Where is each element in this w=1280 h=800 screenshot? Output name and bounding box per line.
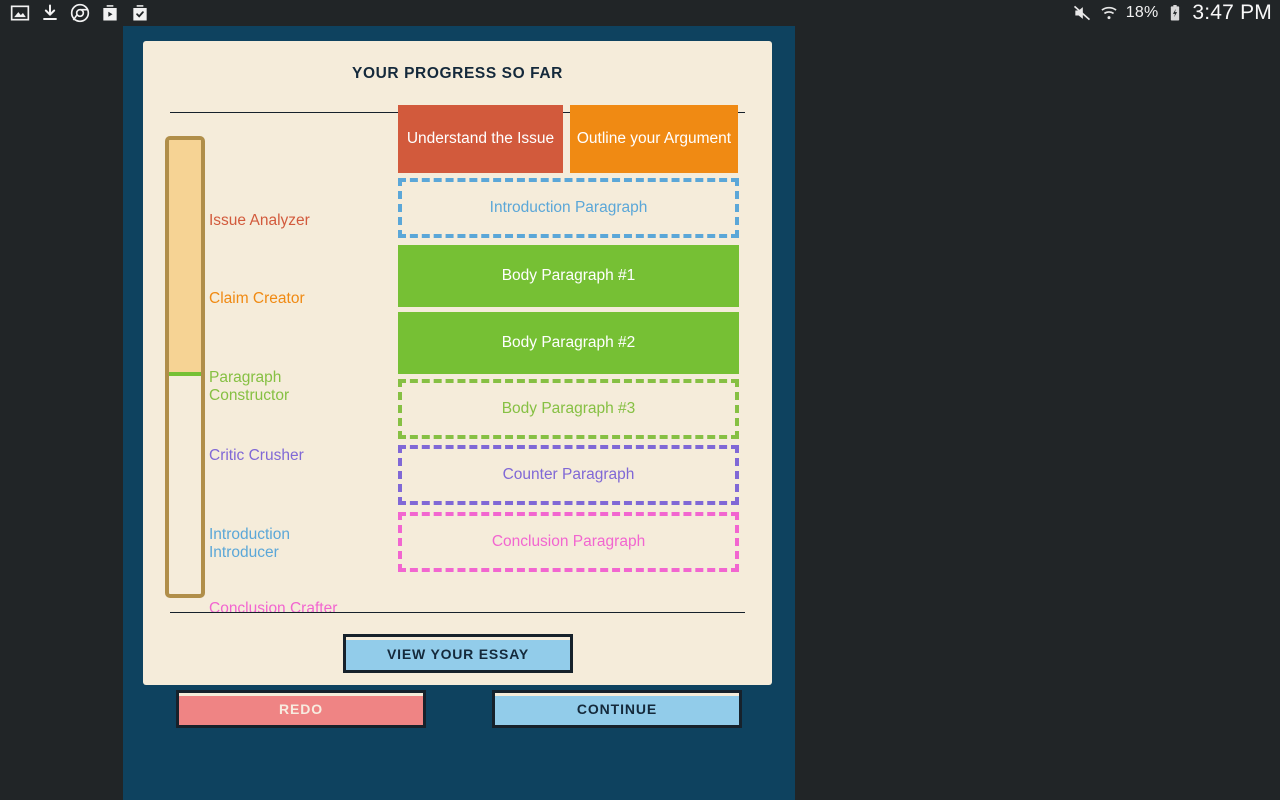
block-body-paragraph-3[interactable]: Body Paragraph #3 bbox=[398, 379, 739, 439]
divider-bottom bbox=[170, 612, 745, 613]
chrome-icon bbox=[70, 3, 90, 23]
status-bar-left-icons bbox=[0, 3, 150, 23]
download-icon bbox=[43, 4, 57, 20]
block-body-paragraph-1[interactable]: Body Paragraph #1 bbox=[398, 245, 739, 307]
progress-card: YOUR PROGRESS SO FAR Issue Analyzer Clai… bbox=[143, 41, 772, 685]
redo-button[interactable]: REDO bbox=[176, 690, 426, 728]
essay-structure-blocks: Understand the Issue Outline your Argume… bbox=[398, 105, 739, 608]
stage-label-critic-crusher: Critic Crusher bbox=[209, 447, 304, 464]
battery-percentage: 18% bbox=[1125, 4, 1159, 21]
progress-meter-fill bbox=[169, 140, 201, 376]
photo-icon bbox=[10, 5, 30, 21]
block-understand-the-issue[interactable]: Understand the Issue bbox=[398, 105, 563, 173]
block-body-paragraph-2[interactable]: Body Paragraph #2 bbox=[398, 312, 739, 374]
play-store-checked-icon bbox=[133, 5, 147, 21]
stage-label-paragraph-constructor: Paragraph Constructor bbox=[209, 369, 290, 404]
block-introduction-paragraph[interactable]: Introduction Paragraph bbox=[398, 178, 739, 238]
stage-label-claim-creator: Claim Creator bbox=[209, 290, 305, 307]
battery-charging-icon bbox=[1171, 5, 1180, 21]
view-your-essay-button[interactable]: VIEW YOUR ESSAY bbox=[343, 634, 573, 673]
block-conclusion-paragraph[interactable]: Conclusion Paragraph bbox=[398, 512, 739, 572]
status-bar-right-indicators: 18% 3:47 PM bbox=[1072, 1, 1272, 25]
play-store-icon bbox=[103, 5, 117, 21]
app-canvas: YOUR PROGRESS SO FAR Issue Analyzer Clai… bbox=[123, 26, 795, 800]
block-counter-paragraph[interactable]: Counter Paragraph bbox=[398, 445, 739, 505]
stage-label-column: Issue Analyzer Claim Creator Paragraph C… bbox=[209, 136, 389, 617]
android-status-bar: 18% 3:47 PM bbox=[0, 0, 1280, 26]
stage-label-introduction-introducer: Introduction Introducer bbox=[209, 526, 290, 561]
page-title: YOUR PROGRESS SO FAR bbox=[352, 65, 563, 82]
progress-meter bbox=[165, 136, 205, 598]
continue-button[interactable]: CONTINUE bbox=[492, 690, 742, 728]
stage-label-issue-analyzer: Issue Analyzer bbox=[209, 212, 310, 229]
wifi-icon bbox=[1101, 6, 1117, 20]
mute-icon bbox=[1073, 5, 1090, 21]
block-outline-your-argument[interactable]: Outline your Argument bbox=[570, 105, 738, 173]
stage-label-conclusion-crafter: Conclusion Crafter bbox=[209, 600, 338, 617]
status-bar-clock: 3:47 PM bbox=[1192, 1, 1272, 24]
